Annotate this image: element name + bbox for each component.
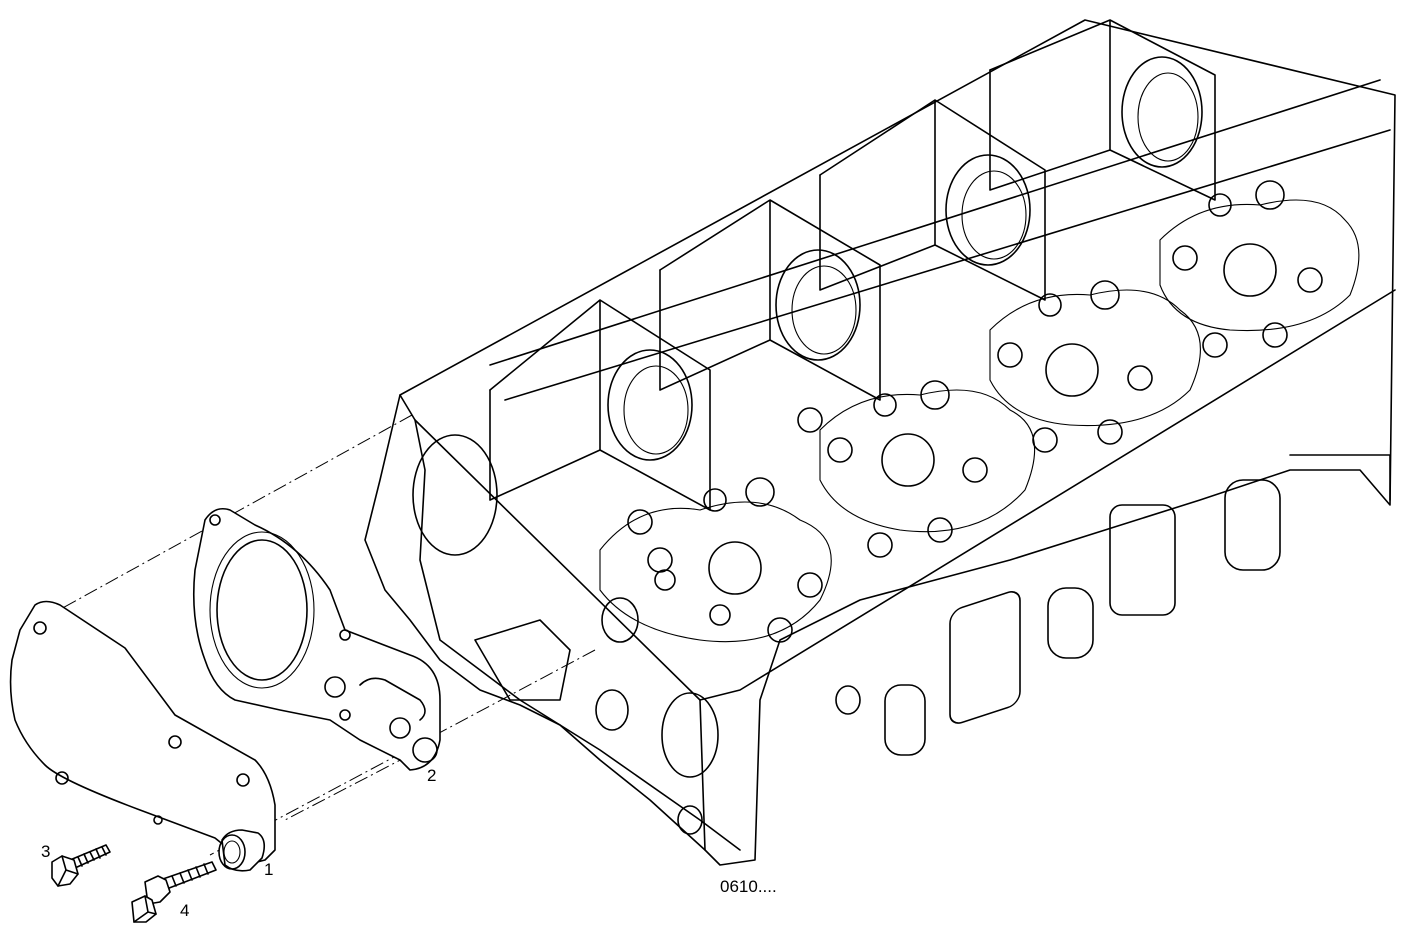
valve-cluster-4 (1159, 180, 1360, 358)
callout-label-part-4: 4 (180, 901, 190, 920)
valve-cluster-3 (989, 280, 1201, 453)
cylinder-head (364, 19, 1396, 866)
cover-plate-boss (218, 829, 266, 872)
valve-cluster-1 (599, 477, 832, 643)
fitting-part-4 (131, 861, 217, 923)
gasket-part-2 (192, 507, 441, 771)
exhaust-ports (884, 454, 1391, 756)
callout-label-part-2: 2 (427, 766, 437, 785)
cover-plate-part-1 (9, 600, 276, 872)
front-face-features (412, 434, 861, 835)
cam-tower-4 (989, 19, 1216, 201)
callout-label-part-3: 3 (41, 842, 51, 861)
cam-tower-2 (659, 199, 881, 401)
callout-label-part-1: 1 (264, 860, 274, 879)
cam-tower-1 (489, 299, 711, 511)
cam-tower-3 (819, 99, 1046, 301)
bolt-part-3 (51, 844, 111, 887)
drawing-reference-number: 0610.... (720, 877, 777, 896)
valve-cluster-2 (797, 380, 1036, 558)
